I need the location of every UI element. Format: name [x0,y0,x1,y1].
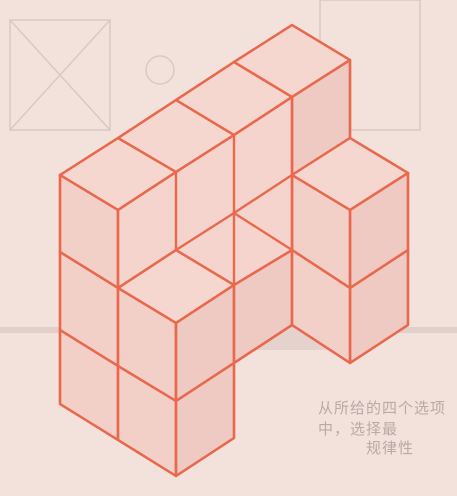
bleed-box-1 [9,19,111,131]
bleed-circle [145,55,175,85]
outline [58,23,410,478]
left-layer-1 [58,250,120,290]
front-layer-right [174,361,236,403]
bleed-text-line-2: 规律性 [366,439,415,457]
tower-layer-right [348,248,410,290]
tower-layer-left [290,248,352,290]
top-div-1 [116,136,178,174]
front-layer-left [116,364,178,403]
back-wall-diag [232,211,294,252]
bleed-text-line-1: 从所给的四个选项中，选择最 [318,399,447,438]
bleed-line-2 [9,19,111,131]
top-row-front-edge [58,58,352,212]
step-top-edge [232,248,294,287]
top-div-3 [232,60,294,99]
cube-edges [58,23,410,478]
left-layer-2 [58,328,120,368]
step-bottom-edge [232,323,294,365]
top-div-2 [174,98,236,137]
